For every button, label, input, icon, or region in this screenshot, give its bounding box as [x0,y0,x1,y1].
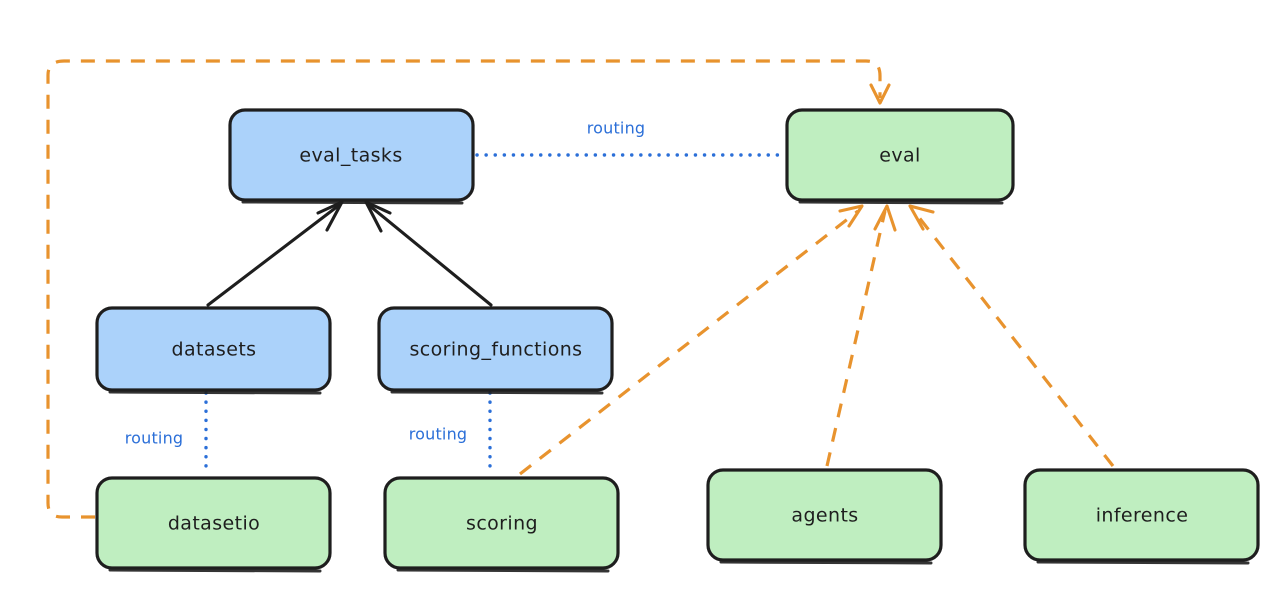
edge-datasets-eval_tasks-line [206,204,340,307]
node-scoring[interactable]: scoring [383,476,620,573]
node-agents-label: agents [791,505,858,527]
edge-scoring_functions-eval_tasks [364,200,493,307]
edge-label-routing-scoring_functions-scoring: routing [409,425,468,444]
edge-datasets-eval_tasks [206,200,344,307]
node-eval-label: eval [879,145,920,167]
node-scoring_functions-label: scoring_functions [410,339,583,361]
edge-agents-eval-arrowhead [873,204,897,232]
node-eval_tasks-shadow [241,200,464,205]
node-scoring_functions[interactable]: scoring_functions [377,306,614,395]
node-scoring-shadow [396,568,610,573]
node-datasets-label: datasets [172,339,257,361]
node-datasetio-box [95,476,332,570]
node-datasetio-label: datasetio [168,513,260,535]
edge-inference-eval-arrowhead [908,204,935,231]
edge-agents-eval-line [825,210,887,467]
edge-datasets-eval_tasks-arrowhead [316,200,344,232]
node-scoring-label: scoring [466,513,538,535]
edge-group-api-composition [206,200,493,307]
node-eval_tasks-box [228,108,475,202]
node-datasets-shadow [108,390,322,395]
node-agents-box [706,468,943,562]
node-inference-shadow [1036,560,1250,565]
node-eval_tasks[interactable]: eval_tasks [228,108,475,205]
node-inference-label: inference [1096,505,1189,527]
edge-label-group: routing routing routing [125,119,646,448]
node-datasetio[interactable]: datasetio [95,476,332,573]
edge-inference-eval [908,204,1115,467]
node-datasetio-shadow [108,568,322,573]
node-agents[interactable]: agents [706,468,943,565]
node-inference[interactable]: inference [1023,468,1260,565]
edge-group-dependencies [46,59,1115,519]
edge-datasetio-eval [46,59,891,519]
node-scoring_functions-shadow [390,390,604,395]
node-eval-shadow [798,200,1004,205]
node-eval_tasks-label: eval_tasks [299,145,402,167]
node-eval[interactable]: eval [785,108,1015,205]
node-eval-box [785,108,1015,202]
edge-scoring_functions-eval_tasks-arrowhead [364,200,392,233]
edge-label-routing-datasets-datasetio: routing [125,429,184,448]
node-scoring-box [383,476,620,570]
node-inference-box [1023,468,1260,562]
node-agents-shadow [719,560,933,565]
node-scoring_functions-box [377,306,614,392]
edge-scoring-eval-arrowhead [838,204,864,228]
edge-label-routing-eval_tasks-eval: routing [587,119,646,138]
edge-group-routing [204,153,785,476]
edge-scoring-eval [519,204,864,476]
node-datasets-box [95,306,332,392]
edge-scoring-eval-line [519,209,859,476]
edge-agents-eval [825,204,897,467]
edge-datasetio-eval-arrowhead [869,83,891,105]
node-datasets[interactable]: datasets [95,306,332,395]
edge-inference-eval-line [912,210,1115,467]
edge-scoring_functions-eval_tasks-line [368,204,493,307]
